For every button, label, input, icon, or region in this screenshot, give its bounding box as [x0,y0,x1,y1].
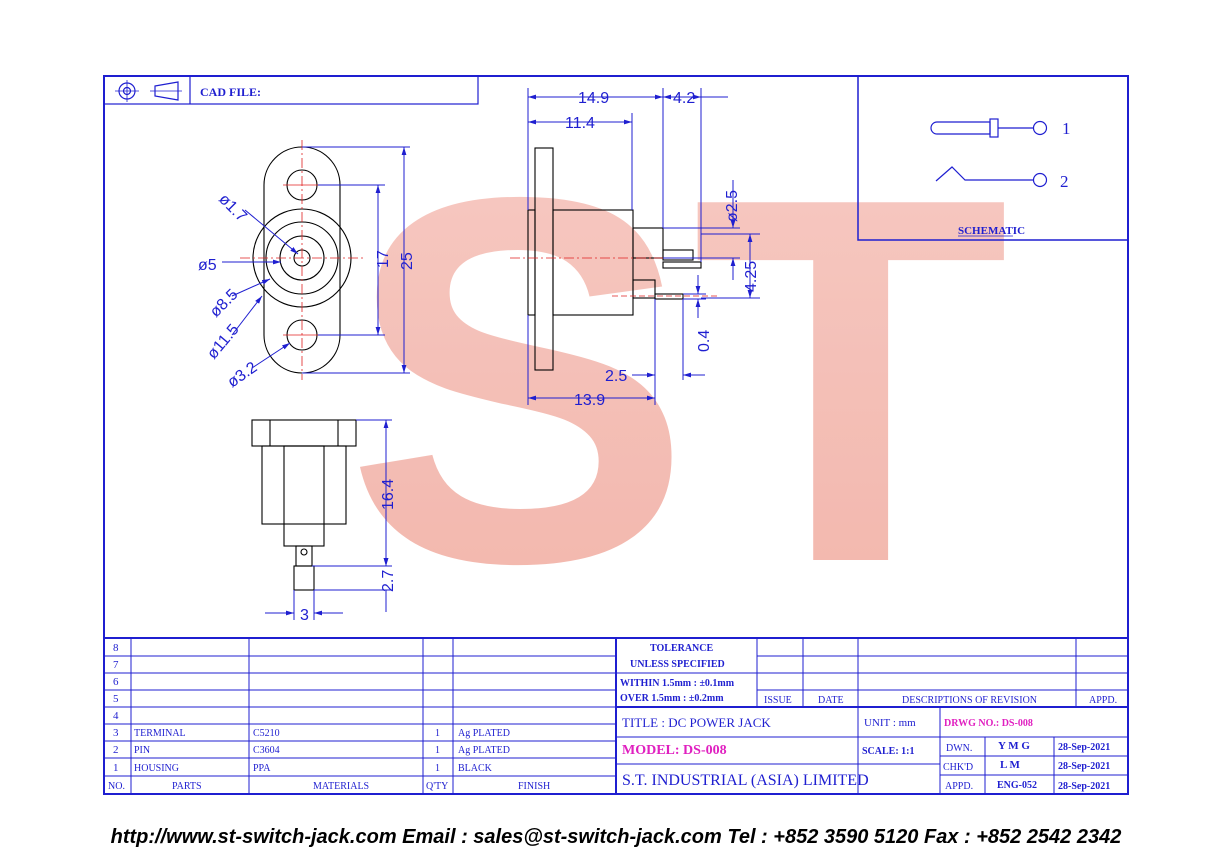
bom-header-finish: FINISH [518,781,550,792]
bom-finish: BLACK [458,763,493,774]
cad-file-label: CAD FILE: [200,85,261,99]
dwn-label: DWN. [946,743,972,754]
front-view [240,140,365,380]
bottom-view-dimensions [265,419,392,620]
bom-qty: 1 [435,728,440,739]
bom-no: 4 [113,710,119,722]
dim-w0-4: 0.4 [696,330,713,352]
unit-text: UNIT : mm [864,717,916,729]
bom-header-parts: PARTS [172,781,202,792]
bom-no: 1 [113,762,119,774]
dim-w14-9: 14.9 [578,90,609,107]
bom-no: 8 [113,642,119,654]
dim-d8-5: ø8.5 [207,286,242,321]
revision-table [616,638,1128,707]
bom-finish: Ag PLATED [458,728,510,739]
bom-no: 7 [113,659,119,671]
dim-w4-2: 4.2 [673,90,695,107]
dim-h4-25: 4.25 [743,261,760,292]
appd-label: APPD. [945,781,973,792]
scale-text: SCALE: 1:1 [862,746,915,757]
front-view-dimensions [222,146,410,374]
schematic-pin-1: 1 [1062,119,1071,138]
dim-w13-9: 13.9 [574,392,605,409]
chk-name: L M [1000,759,1020,771]
bom-material: C5210 [253,728,280,739]
tolerance-subtitle: UNLESS SPECIFIED [630,659,725,670]
tolerance-over: OVER 1.5mm : ±0.2mm [620,693,724,704]
appd-name: ENG-052 [997,780,1037,791]
chk-date: 28-Sep-2021 [1058,761,1110,772]
title-text: TITLE : DC POWER JACK [622,715,771,730]
bom-qty: 1 [435,745,440,756]
dim-d2-5: ø2.5 [724,190,741,222]
dim-d1-7: ø1.7 [215,191,250,226]
bom-rows: 8 7 6 5 4 3 2 1 TERMINAL PIN HOUSING C52… [108,642,550,792]
bom-part: PIN [134,745,150,756]
side-view-dimensions [527,88,760,405]
bom-finish: Ag PLATED [458,745,510,756]
schematic-box: 1 2 SCHEMATIC [857,76,1128,241]
dim-d5: ø5 [198,257,217,274]
revision-desc: DESCRIPTIONS OF REVISION [902,695,1037,706]
bom-header-qty: Q'TY [426,781,448,792]
bom-material: PPA [253,763,271,774]
dim-w3: 3 [300,607,309,624]
watermark-text: ST [345,90,1009,671]
dim-w2-5: 2.5 [605,368,627,385]
bom-no: 5 [113,693,119,705]
company-name: S.T. INDUSTRIAL (ASIA) LIMITED [622,772,869,789]
bom-part: HOUSING [134,763,179,774]
revision-issue: ISSUE [764,695,792,706]
dwn-date: 28-Sep-2021 [1058,742,1110,753]
projection-symbol-icon [115,80,182,102]
contact-footer: http://www.st-switch-jack.com Email : sa… [110,826,1122,848]
cad-file-box: CAD FILE: [103,75,479,105]
watermark-st: ST [345,90,1009,671]
bottom-view [251,419,357,591]
dim-d3-2: ø3.2 [225,359,261,391]
bom-no: 3 [113,727,119,739]
bom-part: TERMINAL [134,728,186,739]
drwg-number: DRWG NO.: DS-008 [944,718,1033,729]
bom-material: C3604 [253,745,280,756]
bom-header-no: NO. [108,781,125,792]
dim-h25: 25 [399,252,416,270]
bom-no: 2 [113,744,119,756]
tolerance-within: WITHIN 1.5mm : ±0.1mm [620,678,735,689]
dim-h2-7: 2.7 [380,570,397,592]
bom-header-materials: MATERIALS [313,781,369,792]
revision-date: DATE [818,695,844,706]
appd-date: 28-Sep-2021 [1058,781,1110,792]
revision-appd: APPD. [1089,695,1117,706]
tolerance-title: TOLERANCE [650,643,713,654]
bom-qty: 1 [435,763,440,774]
model-text: MODEL: DS-008 [622,743,727,758]
dim-d11-5: ø11.5 [204,321,243,362]
chk-label: CHK'D [943,762,973,773]
title-block [616,706,1128,794]
schematic-pin-2: 2 [1060,172,1069,191]
dim-h17: 17 [375,250,392,268]
schematic-label: SCHEMATIC [958,225,1025,237]
dim-w11-4: 11.4 [565,115,595,132]
dim-h16-4: 16.4 [380,479,397,510]
bom-no: 6 [113,676,119,688]
dwn-name: Y M G [998,740,1030,752]
